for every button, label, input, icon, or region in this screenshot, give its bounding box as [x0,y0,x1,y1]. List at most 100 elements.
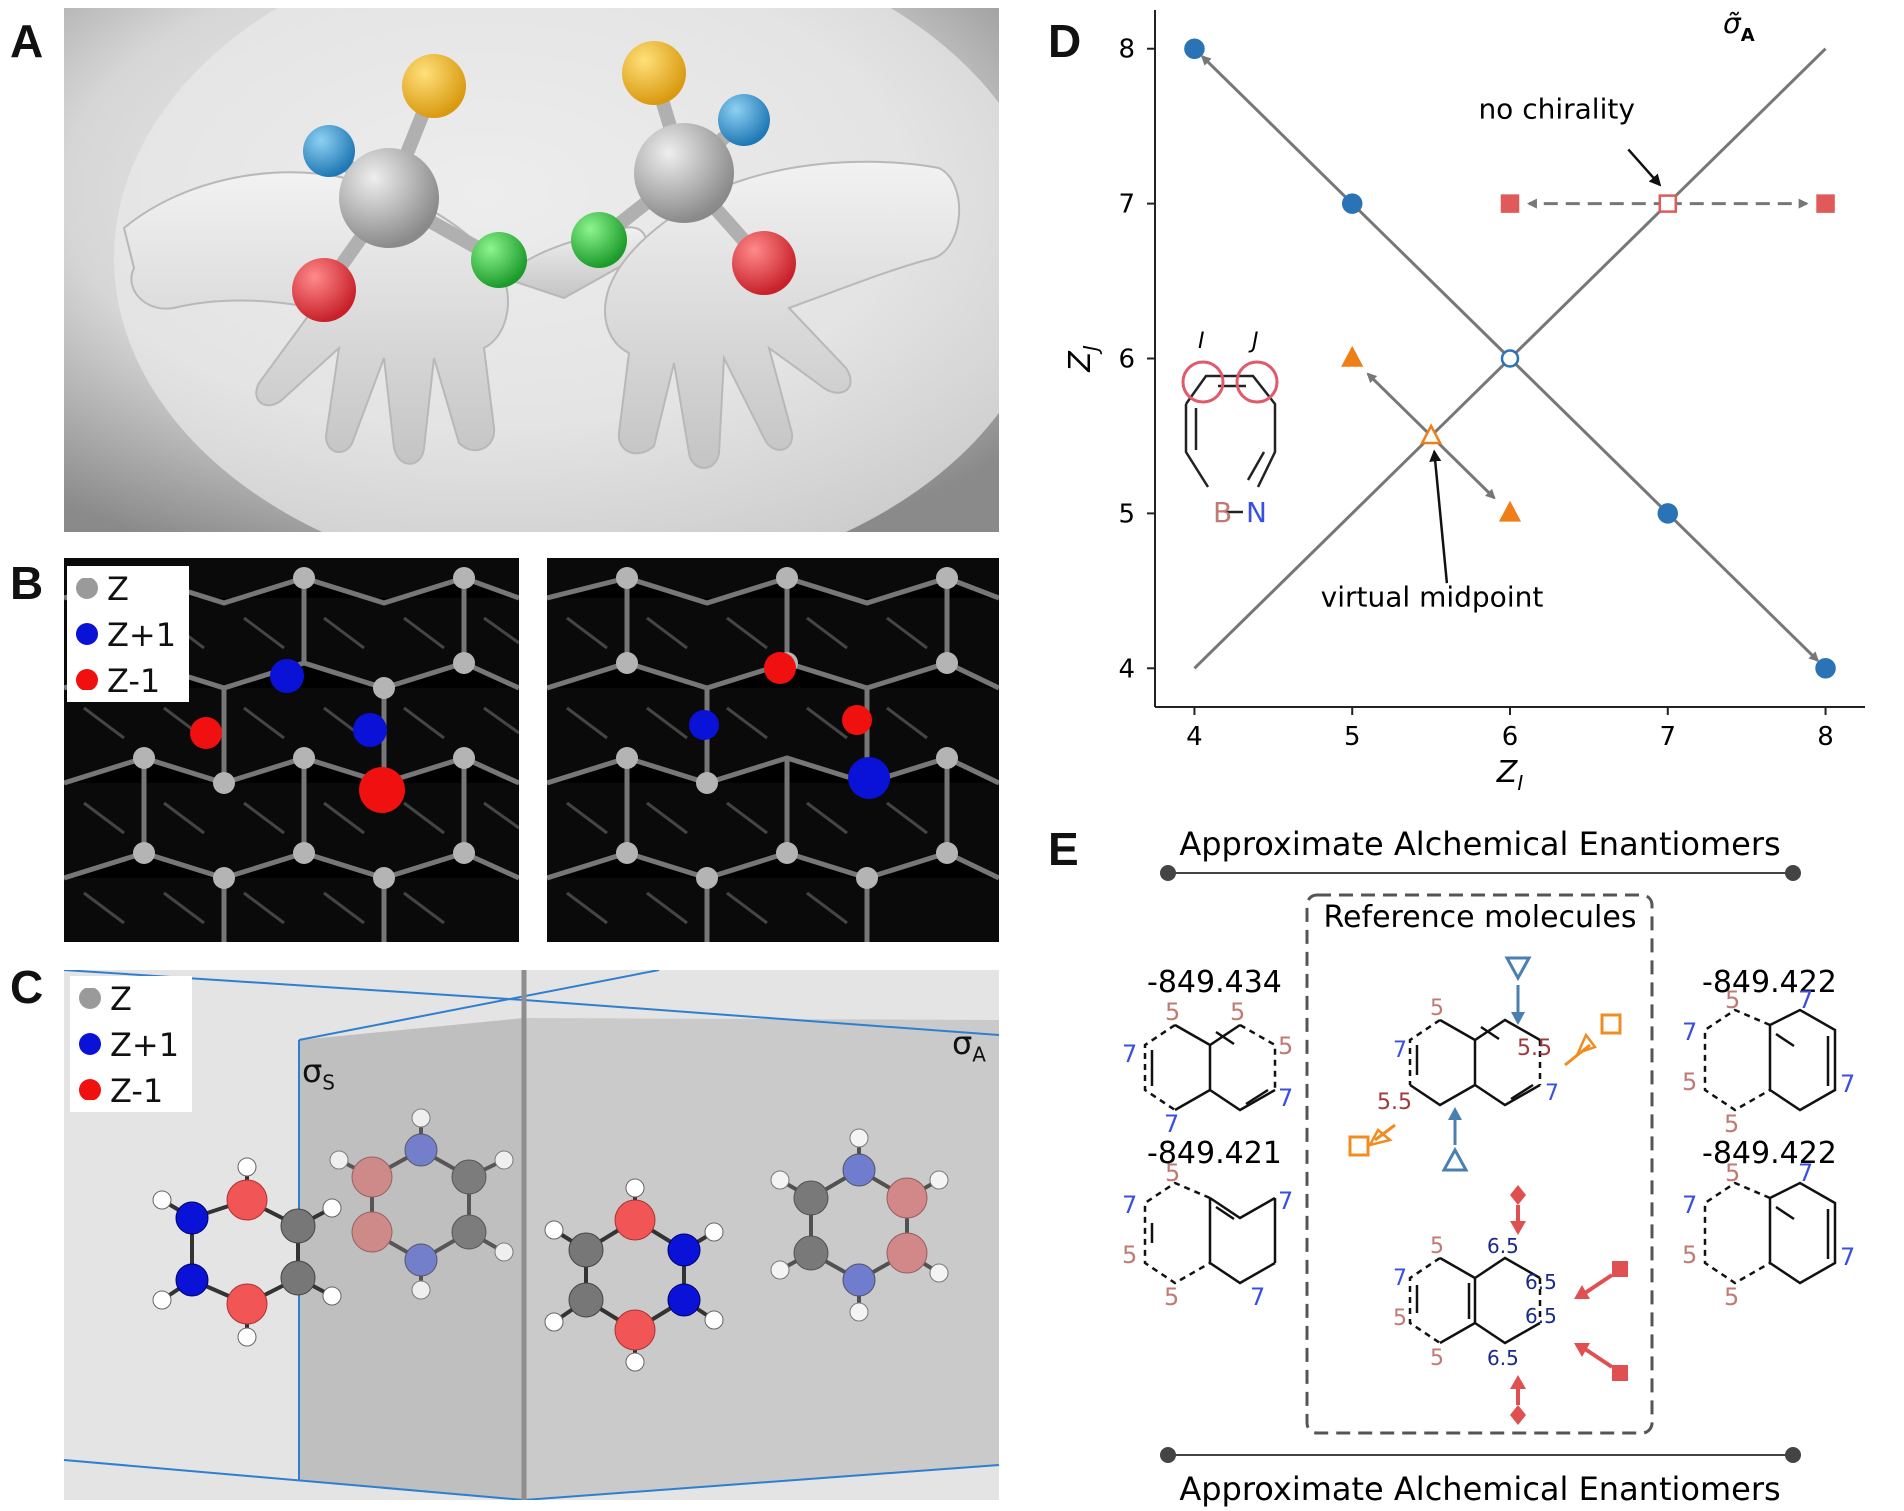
y-tick-label: 8 [1118,35,1135,65]
legend-z-label: Z [110,980,132,1018]
panel-c-legend: Z Z+1 Z-1 [70,976,192,1112]
svg-text:5: 5 [1682,1068,1697,1096]
y-tick-label: 7 [1118,190,1135,220]
chart-axes: 4 5 6 7 8 4 5 6 7 8 [1118,10,1865,752]
legend-zp1-label: Z+1 [107,616,177,654]
panel-letter-b: B [10,557,44,609]
circle-point [1657,503,1679,524]
molecule-bottom-left: 5 7 5 5 7 7 [1122,1159,1293,1311]
title-top: Approximate Alchemical Enantiomers [1179,825,1780,863]
y-tick-label: 6 [1118,345,1135,375]
y-tick-label: 4 [1118,654,1135,684]
legend-zp1-marker [76,623,98,645]
svg-text:6.5: 6.5 [1525,1304,1557,1328]
panel-b-legend: Z Z+1 Z-1 [67,566,189,702]
svg-text:5: 5 [1430,1234,1444,1259]
panel-e-enantiomers: Approximate Alchemical Enantiomers Appro… [1122,825,1855,1508]
circle-point [1341,193,1363,214]
legend-zp1-label: Z+1 [110,1026,180,1064]
svg-text:5: 5 [1165,998,1180,1026]
arrow-to-6-5 [1430,434,1496,500]
reference-molecule-1: 5 7 5.5 5.5 7 [1377,996,1559,1115]
svg-text:7: 7 [1840,1070,1855,1098]
svg-text:7: 7 [1545,1081,1559,1106]
panel-b-right-crystal [547,558,999,942]
annotation-no-chirality: no chirality [1478,92,1634,125]
legend-zm1-label: Z-1 [110,1072,164,1110]
svg-text:7: 7 [1278,1084,1293,1112]
svg-text:7: 7 [1393,1038,1407,1063]
svg-text:5: 5 [1725,1159,1740,1187]
inset-atom-n: N [1246,496,1267,529]
title-bottom: Approximate Alchemical Enantiomers [1179,1470,1780,1508]
svg-text:7: 7 [1393,1266,1407,1291]
svg-text:5: 5 [1724,1283,1739,1311]
x-tick-label: 8 [1817,722,1834,752]
y-axis-label: ZJ [1063,345,1103,373]
svg-text:7: 7 [1122,1191,1137,1219]
svg-text:7: 7 [1122,1040,1137,1068]
panel-letter-a: A [10,15,44,67]
legend-markers [76,578,98,690]
x-axis-label: ZI [1496,755,1524,795]
svg-text:5: 5 [1393,1306,1407,1331]
legend-markers [79,988,101,1100]
svg-text:7: 7 [1278,1187,1293,1215]
svg-text:6.5: 6.5 [1487,1234,1519,1258]
sigma-s-label: σS [302,1052,335,1095]
svg-text:5: 5 [1230,998,1245,1026]
svg-text:7: 7 [1682,1191,1697,1219]
svg-text:5: 5 [1164,1283,1179,1311]
legend-zm1-marker [76,669,98,690]
svg-text:5: 5 [1165,1159,1180,1187]
legend-z-label: Z [107,570,129,608]
svg-text:5: 5 [1682,1241,1697,1269]
panel-letter-c: C [10,961,44,1013]
energy-top-left: -849.434 [1147,965,1282,1000]
x-tick-label: 6 [1502,722,1519,752]
no-chirality-pointer [1627,148,1662,187]
sigma-a-tilde-label: σ̃A [1723,7,1755,46]
arrow-to-5-6 [1366,372,1433,438]
svg-text:5.5: 5.5 [1377,1090,1412,1115]
panel-a-chiral-hands-illustration [64,8,999,532]
svg-text:5: 5 [1122,1241,1137,1269]
svg-text:7: 7 [1250,1283,1265,1311]
svg-text:7: 7 [1840,1243,1855,1271]
svg-text:5: 5 [1430,1346,1444,1371]
open-circle-point [1500,349,1520,368]
panel-c-symmetry-planes [64,970,999,1500]
svg-text:5.5: 5.5 [1517,1036,1552,1061]
inset-label-i: I [1198,329,1205,354]
svg-text:5: 5 [1725,986,1740,1014]
virtual-midpoint-pointer [1429,449,1449,584]
circle-point [1184,38,1205,59]
x-tick-label: 7 [1660,722,1677,752]
ref2-arrows [1510,1185,1628,1425]
square-point [1816,194,1835,213]
triangle-point [1341,345,1364,367]
chart-marks [1184,38,1836,679]
energy-bottom-left: -849.421 [1147,1136,1282,1171]
reference-label: Reference molecules [1324,900,1637,935]
x-tick-label: 4 [1186,722,1203,752]
square-point [1500,194,1520,213]
x-tick-label: 5 [1344,722,1361,752]
sigma-a-label: σA [952,1024,986,1067]
legend-z-marker [76,578,98,599]
y-tick-label: 5 [1118,499,1135,529]
svg-text:5: 5 [1278,1032,1293,1060]
energy-top-right: -849.422 [1702,965,1837,1000]
svg-text:7: 7 [1798,1159,1813,1187]
svg-text:7: 7 [1798,986,1813,1014]
panel-letter-e: E [1048,823,1079,875]
legend-zm1-label: Z-1 [107,662,161,700]
triangle-point [1498,500,1522,522]
molecule-top-left: 5 5 5 7 7 7 [1122,998,1293,1138]
svg-text:7: 7 [1682,1018,1697,1046]
circle-point [1815,658,1836,679]
svg-text:5: 5 [1724,1110,1739,1138]
molecule-bottom-right: 5 7 7 5 5 7 [1682,1159,1855,1311]
molecule-top-right: 5 7 7 5 5 7 [1682,986,1855,1138]
